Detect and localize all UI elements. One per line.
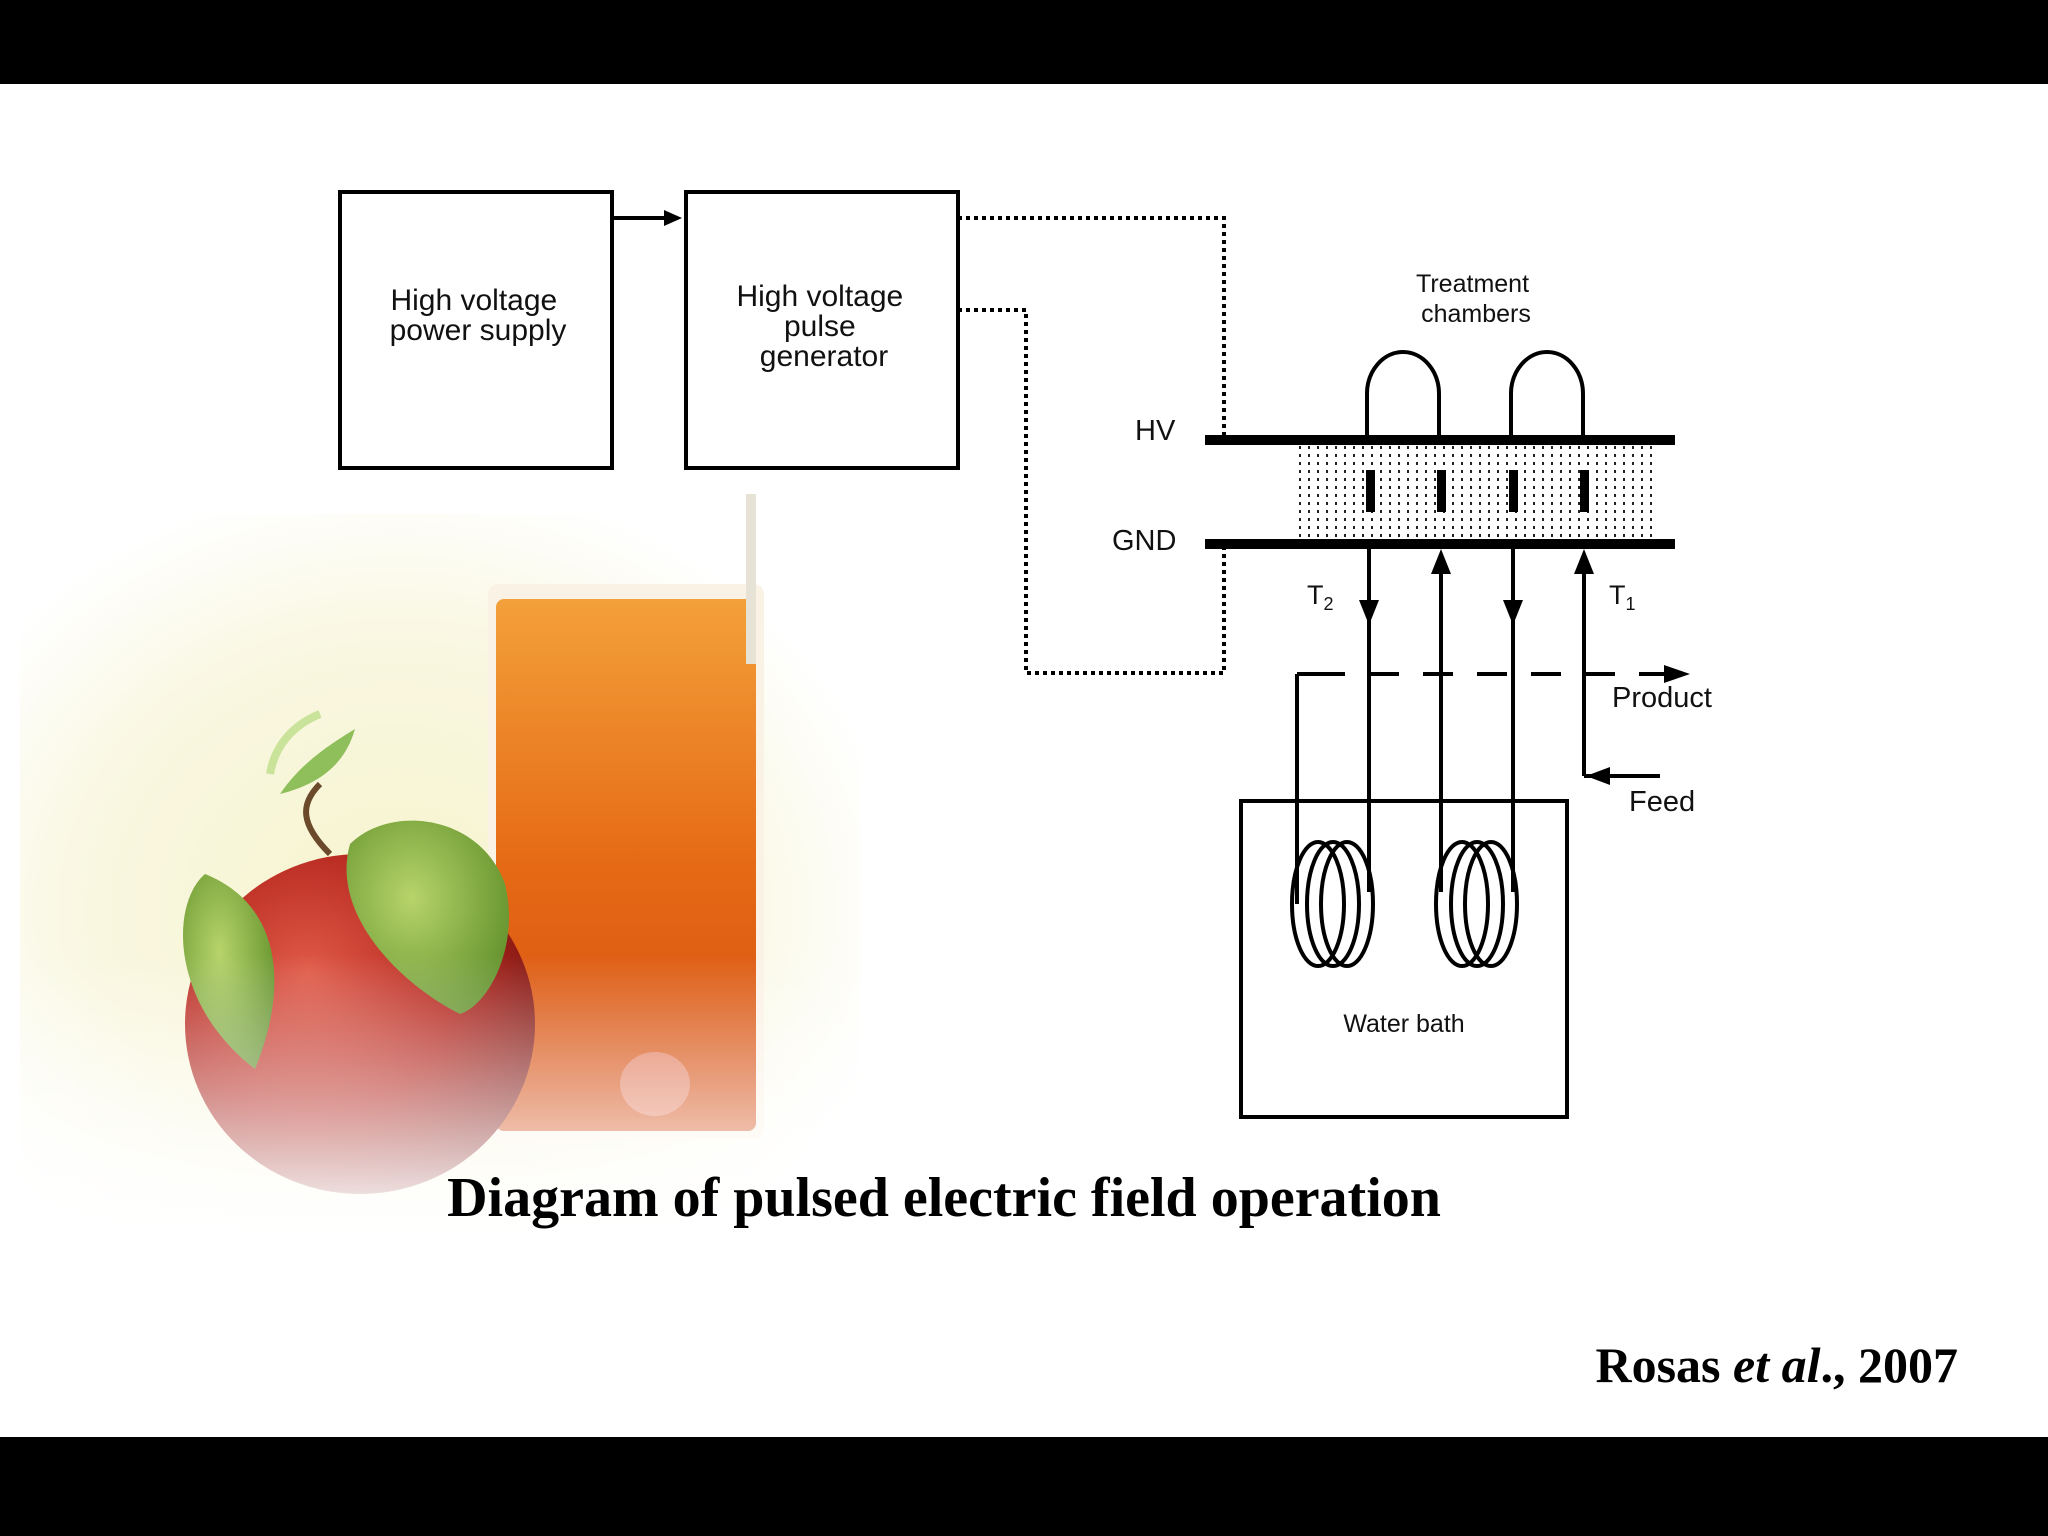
hv-electrode [1205,435,1675,445]
citation-etal: et al [1733,1337,1821,1393]
pef-diagram: High voltage power supply High voltage p… [20,190,1712,1234]
cooling-coil-right [1434,840,1519,968]
cooling-coil-left [1290,840,1375,968]
chamber-loops [1365,350,1585,435]
treatment-chambers-label: Treatment chambers [1416,270,1536,328]
product-label: Product [1612,682,1712,714]
pulse-wiring [958,216,1226,675]
citation-author: Rosas [1595,1337,1721,1393]
pulse-generator-label: High voltage pulse generator [736,280,911,373]
hv-label: HV [1135,415,1176,447]
treatment-zone [1293,445,1655,539]
t1-label: T1 [1609,580,1636,614]
water-bath-label: Water bath [1343,1010,1464,1038]
gnd-label: GND [1112,525,1176,557]
figure-caption: Diagram of pulsed electric field operati… [447,1167,1441,1229]
pulse-generator-box [684,190,960,470]
arrow-head-icon [664,210,682,226]
gnd-electrode [1205,539,1675,549]
power-supply-box [338,190,614,470]
citation-year: ., 2007 [1820,1337,1959,1393]
juice-photo [20,494,860,1234]
citation: Rosas et al., 2007 [1595,1336,1958,1394]
power-supply-label: High voltage power supply [390,284,567,347]
slide: High voltage power supply High voltage p… [0,84,2048,1437]
feed-label: Feed [1629,786,1695,818]
t2-label: T2 [1307,580,1334,614]
flow-arrow-icons [1359,549,1690,785]
water-bath-box [1239,799,1569,1119]
electrode-bars [1366,470,1589,512]
